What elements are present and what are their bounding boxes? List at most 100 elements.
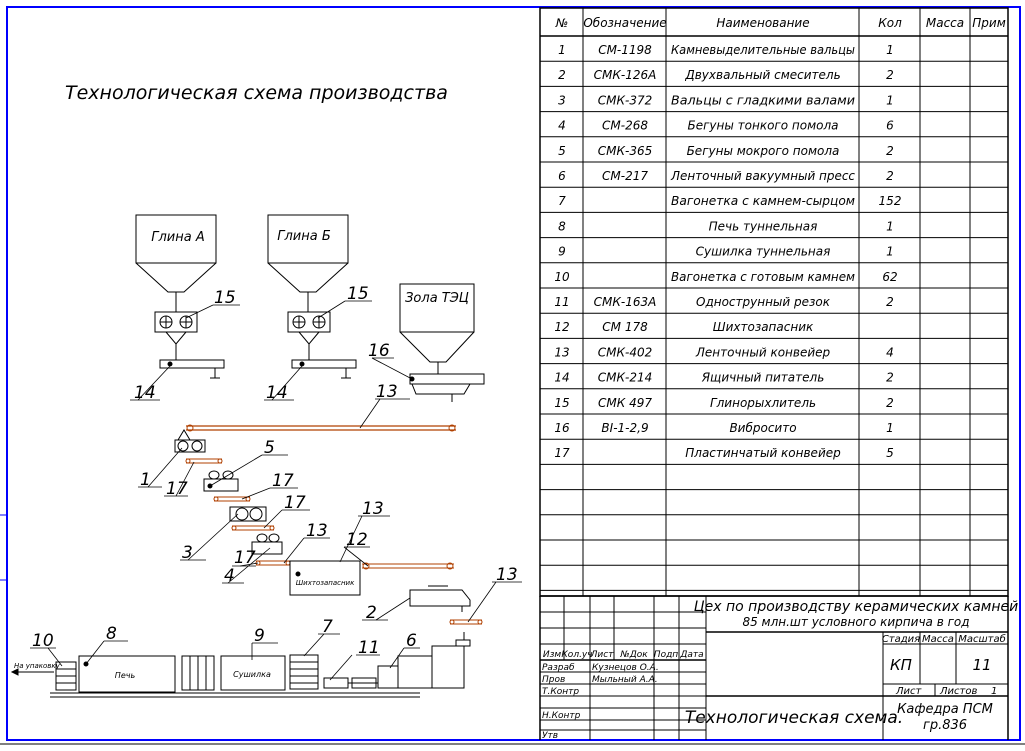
spec-code: СМ-268 [602,119,648,133]
scale-value: 11 [972,656,991,674]
exit-label: На упаковку [14,662,61,670]
spec-num: 17 [554,446,570,460]
spec-name: Двухвальный смеситель [684,68,840,82]
spec-name: Бегуны тонкого помола [688,119,839,133]
hopper-ash [399,283,475,374]
callout-number: 13 [306,521,328,541]
change-col-label: Лист [590,650,615,660]
clay-loosener-a [154,304,198,345]
kiln-car-finished [55,661,77,691]
belt-conveyor-mixer [449,619,483,625]
callout-number: 5 [264,438,275,458]
callout-number: 14 [266,383,288,403]
spec-name: Ящичный питатель [701,371,825,385]
spec-qty: 62 [882,270,897,284]
spec-name: Ленточный конвейер [695,345,831,359]
callout-number: 4 [224,566,235,586]
spec-row: 4 СМ-268 Бегуны тонкого помола 6 [558,119,894,133]
spec-qty: 2 [886,396,894,410]
kiln-label: Печь [115,671,136,680]
spec-code: СМК-126А [594,68,657,82]
sheet-title: Технологическая схема производства [65,82,448,104]
change-col-label: Дата [679,650,703,660]
twin-shaft-mixer [409,585,471,612]
callout-number: 13 [362,499,384,519]
spec-row: 17 Пластинчатый конвейер 5 [554,446,893,460]
spec-num: 4 [558,119,566,133]
callout-number: 3 [182,543,193,563]
callout-number: 17 [272,471,294,491]
change-col-label: №Док [619,650,648,660]
spec-num: 14 [554,371,569,385]
developed-name: Кузнецов О.А. [592,663,659,673]
spec-name: Шихтозапасник [713,320,814,334]
spec-num: 16 [554,421,570,435]
spec-code: СМК-163А [594,295,657,309]
belt-conveyor-charge [362,562,454,570]
spec-qty: 1 [886,219,894,233]
approved-label: Утв [542,731,558,741]
spec-name: Вагонетка с камнем-сырцом [671,194,855,208]
callout-number: 17 [234,548,256,568]
spec-code: СМ-1198 [598,43,652,57]
callout-number: 15 [347,284,369,304]
hopper-ash-label: Зола ТЭЦ [405,291,469,306]
callout-number: 16 [368,341,390,361]
hopper-clay-b [267,214,349,304]
spec-qty: 5 [886,446,894,460]
scale-label: Масштаб [958,633,1006,645]
spec-header-4: Масса [926,16,964,30]
spec-num: 9 [558,245,566,259]
title-block [539,595,1009,740]
string-cutter [323,677,378,689]
exit-arrow [10,668,54,676]
spec-name: Вальцы с гладкими валами [671,93,855,107]
spec-qty: 6 [886,119,894,133]
dryer-label: Сушилка [233,670,271,679]
spec-qty: 2 [886,169,894,183]
spec-num: 13 [554,345,569,359]
stage-value: КП [890,656,912,674]
tcontrol-label: Т.Контр [542,687,579,697]
spec-code: СМК-214 [598,371,653,385]
spec-qty: 1 [886,43,894,57]
spec-qty: 1 [886,421,894,435]
spec-qty: 152 [879,194,902,208]
hopper-clay-a [135,214,217,304]
spec-num: 15 [554,396,569,410]
outer-frame [6,6,1021,741]
sheet-label: Лист [895,686,923,697]
fine-grinding-runners [251,533,283,555]
hopper-b-label: Глина Б [277,229,331,244]
callout-number: 10 [32,631,54,651]
sheets-value: 1 [991,686,997,697]
leader-lines [30,300,522,681]
spec-name: Вагонетка с готовым камнем [671,270,855,284]
tunnel-dryer [181,655,286,691]
sheets-label: Листов [939,686,977,697]
spec-qty: 1 [886,93,894,107]
spec-header-0: № [555,16,568,30]
spec-qty: 2 [886,144,894,158]
callout-number: 14 [134,383,156,403]
callout-number: 8 [106,624,117,644]
hopper-a-label: Глина А [151,230,205,245]
kiln-car-raw [289,654,319,690]
spec-num: 5 [558,144,566,158]
spec-header-3: Кол [878,16,902,30]
doc-title-line1: Цех по производству керамических камней [694,599,1018,615]
spec-code: СМК-372 [598,93,653,107]
charge-storage-label: Шихтозапасник [296,579,355,587]
spec-name: Пластинчатый конвейер [685,446,841,460]
